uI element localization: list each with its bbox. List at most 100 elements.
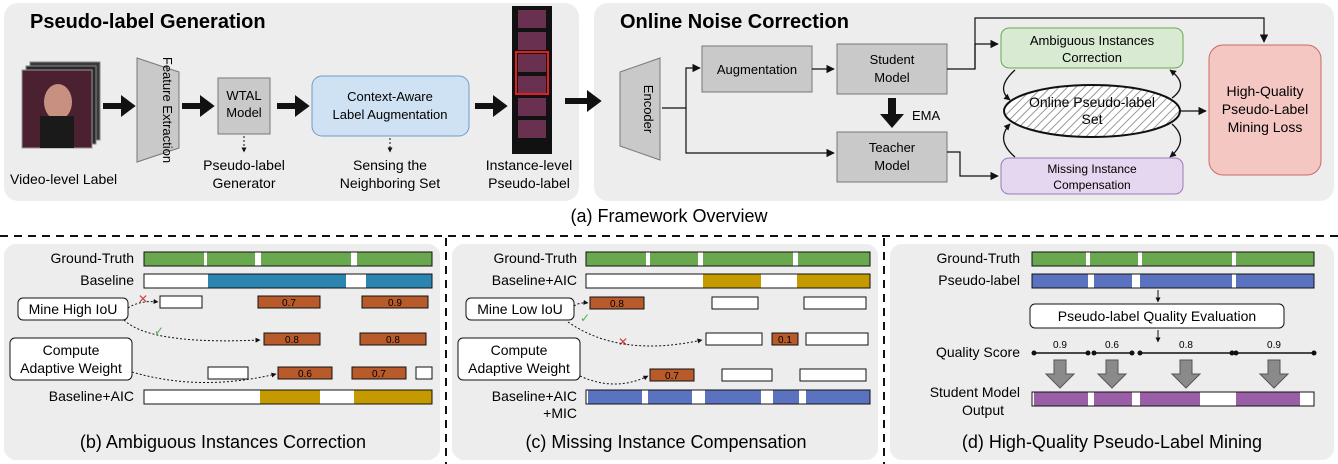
hq-loss-line1: High-Quality [1226,83,1303,99]
b-check-icon: ✓ [154,324,164,338]
b-compute-box [9,337,133,381]
c-arrow-row1 [573,299,589,307]
b-cross-icon: ✕ [138,292,148,306]
d-score-0: 0.9 [1053,340,1067,351]
missing-line1: Missing Instance [1047,162,1137,176]
student-model-line2: Model [874,70,910,85]
d-ground-truth-bar [1031,251,1315,267]
feature-extraction-block [136,57,180,163]
b-score-3: 0.8 [386,335,400,346]
augmentation-box [701,45,813,93]
ema-label: EMA [912,108,941,123]
instance-level-line1: Instance-level [486,157,572,173]
c-seg-empty-3 [705,332,763,346]
b-seg-score-4 [277,366,333,380]
wtal-model-line2: Model [226,105,262,120]
b-result-bar [143,389,433,405]
hq-loss-box [1208,44,1322,176]
d-quality-label: Quality Score [936,344,1020,360]
sensing-line2: Neighboring Set [340,175,441,191]
curve-missing-to-set-left [1003,123,1016,158]
b-arrow-to-empty [127,299,159,309]
ambiguous-correction-box [1000,27,1184,69]
b-score-1: 0.9 [388,298,402,309]
c-result-line1: Baseline+AIC [492,388,577,404]
b-seg-score-0 [257,295,321,309]
student-model-line1: Student [870,52,915,67]
d-student-output-bar [1031,391,1315,407]
b-seg-score-2 [263,332,321,346]
wtal-model-box [217,77,271,135]
feature-extraction-label: Feature Extraction [160,57,175,163]
online-set-line2: Set [1081,111,1102,127]
teacher-model-box [836,131,948,183]
encoder-label: Encoder [641,85,656,134]
b-score-0: 0.7 [282,298,296,309]
student-model-box [836,43,948,95]
c-baseline-label: Baseline+AIC [492,272,577,288]
pseudo-label-generation-title: Pseudo-label Generation [30,11,266,33]
curve-amb-to-set-left [1003,69,1016,101]
hq-loss-line3: Mining Loss [1228,119,1303,135]
b-seg-empty-2 [207,366,249,380]
c-seg-score-0 [589,296,645,310]
b-baseline-label: Baseline [80,272,134,288]
c-arrow-row2 [567,321,703,347]
c-score-1: 0.1 [778,335,792,346]
b-score-2: 0.8 [285,335,299,346]
c-check-icon: ✓ [580,311,590,325]
encoder-block [619,57,661,161]
c-ground-truth-bar [585,251,871,267]
thick-arrow-1 [103,95,136,117]
teacher-model-line2: Model [874,158,910,173]
video-level-label: Video-level Label [10,171,117,187]
d-evaluation-box [1029,303,1285,329]
augmentation-label: Augmentation [717,62,797,77]
online-noise-correction-title: Online Noise Correction [620,11,849,33]
c-seg-empty-5 [721,368,773,382]
b-baseline-bar [143,273,433,289]
online-set-line1: Online Pseudo-label [1029,94,1155,110]
curve-set-to-amb-right [1169,69,1182,99]
pseudo-generator-line2: Generator [212,175,275,191]
caption-b: (b) Ambiguous Instances Correction [80,432,366,452]
context-aware-line1: Context-Aware [347,89,433,104]
c-mine-label: Mine Low IoU [477,301,563,317]
c-baseline-bar [585,273,871,289]
d-quality-score-lines [1031,350,1317,356]
b-seg-score-5 [351,366,407,380]
teacher-to-missing-line [947,151,999,181]
thick-arrow-3 [277,95,310,117]
b-arrow-row2 [123,319,261,343]
caption-a: (a) Framework Overview [570,206,768,226]
pseudo-generator-line1: Pseudo-label [203,157,285,173]
curve-set-to-missing-right [1169,123,1182,158]
hq-loss-line2: Pseudo-Label [1222,101,1308,117]
d-score-3: 0.9 [1267,340,1281,351]
c-seg-empty-1 [711,296,759,310]
caption-c: (c) Missing Instance Compensation [525,432,806,452]
b-score-5: 0.7 [372,369,386,380]
b-score-4: 0.6 [298,369,312,380]
b-ground-truth-label: Ground-Truth [50,250,134,266]
c-compute-line2: Adaptive Weight [468,360,570,376]
missing-compensation-box [1000,157,1184,195]
instance-level-line2: Pseudo-label [488,175,570,191]
c-result-bar [585,389,871,405]
wtal-model-line1: WTAL [226,88,261,103]
b-seg-empty-1 [159,295,203,309]
thick-arrow-4 [475,95,508,117]
teacher-model-line1: Teacher [869,140,916,155]
b-mine-label: Mine High IoU [29,301,118,317]
c-ground-truth-label: Ground-Truth [493,250,577,266]
d-evaluation-label: Pseudo-label Quality Evaluation [1058,308,1256,324]
thick-arrow-2 [182,95,215,117]
video-stack-icon [21,61,101,149]
thick-arrow-between-panels [565,90,602,112]
d-ground-truth-label: Ground-Truth [936,250,1020,266]
d-student-line2: Output [962,402,1004,418]
caption-d: (d) High-Quality Pseudo-Label Mining [962,432,1262,452]
c-score-2: 0.7 [665,371,679,382]
encoder-teacher-line [685,108,835,158]
